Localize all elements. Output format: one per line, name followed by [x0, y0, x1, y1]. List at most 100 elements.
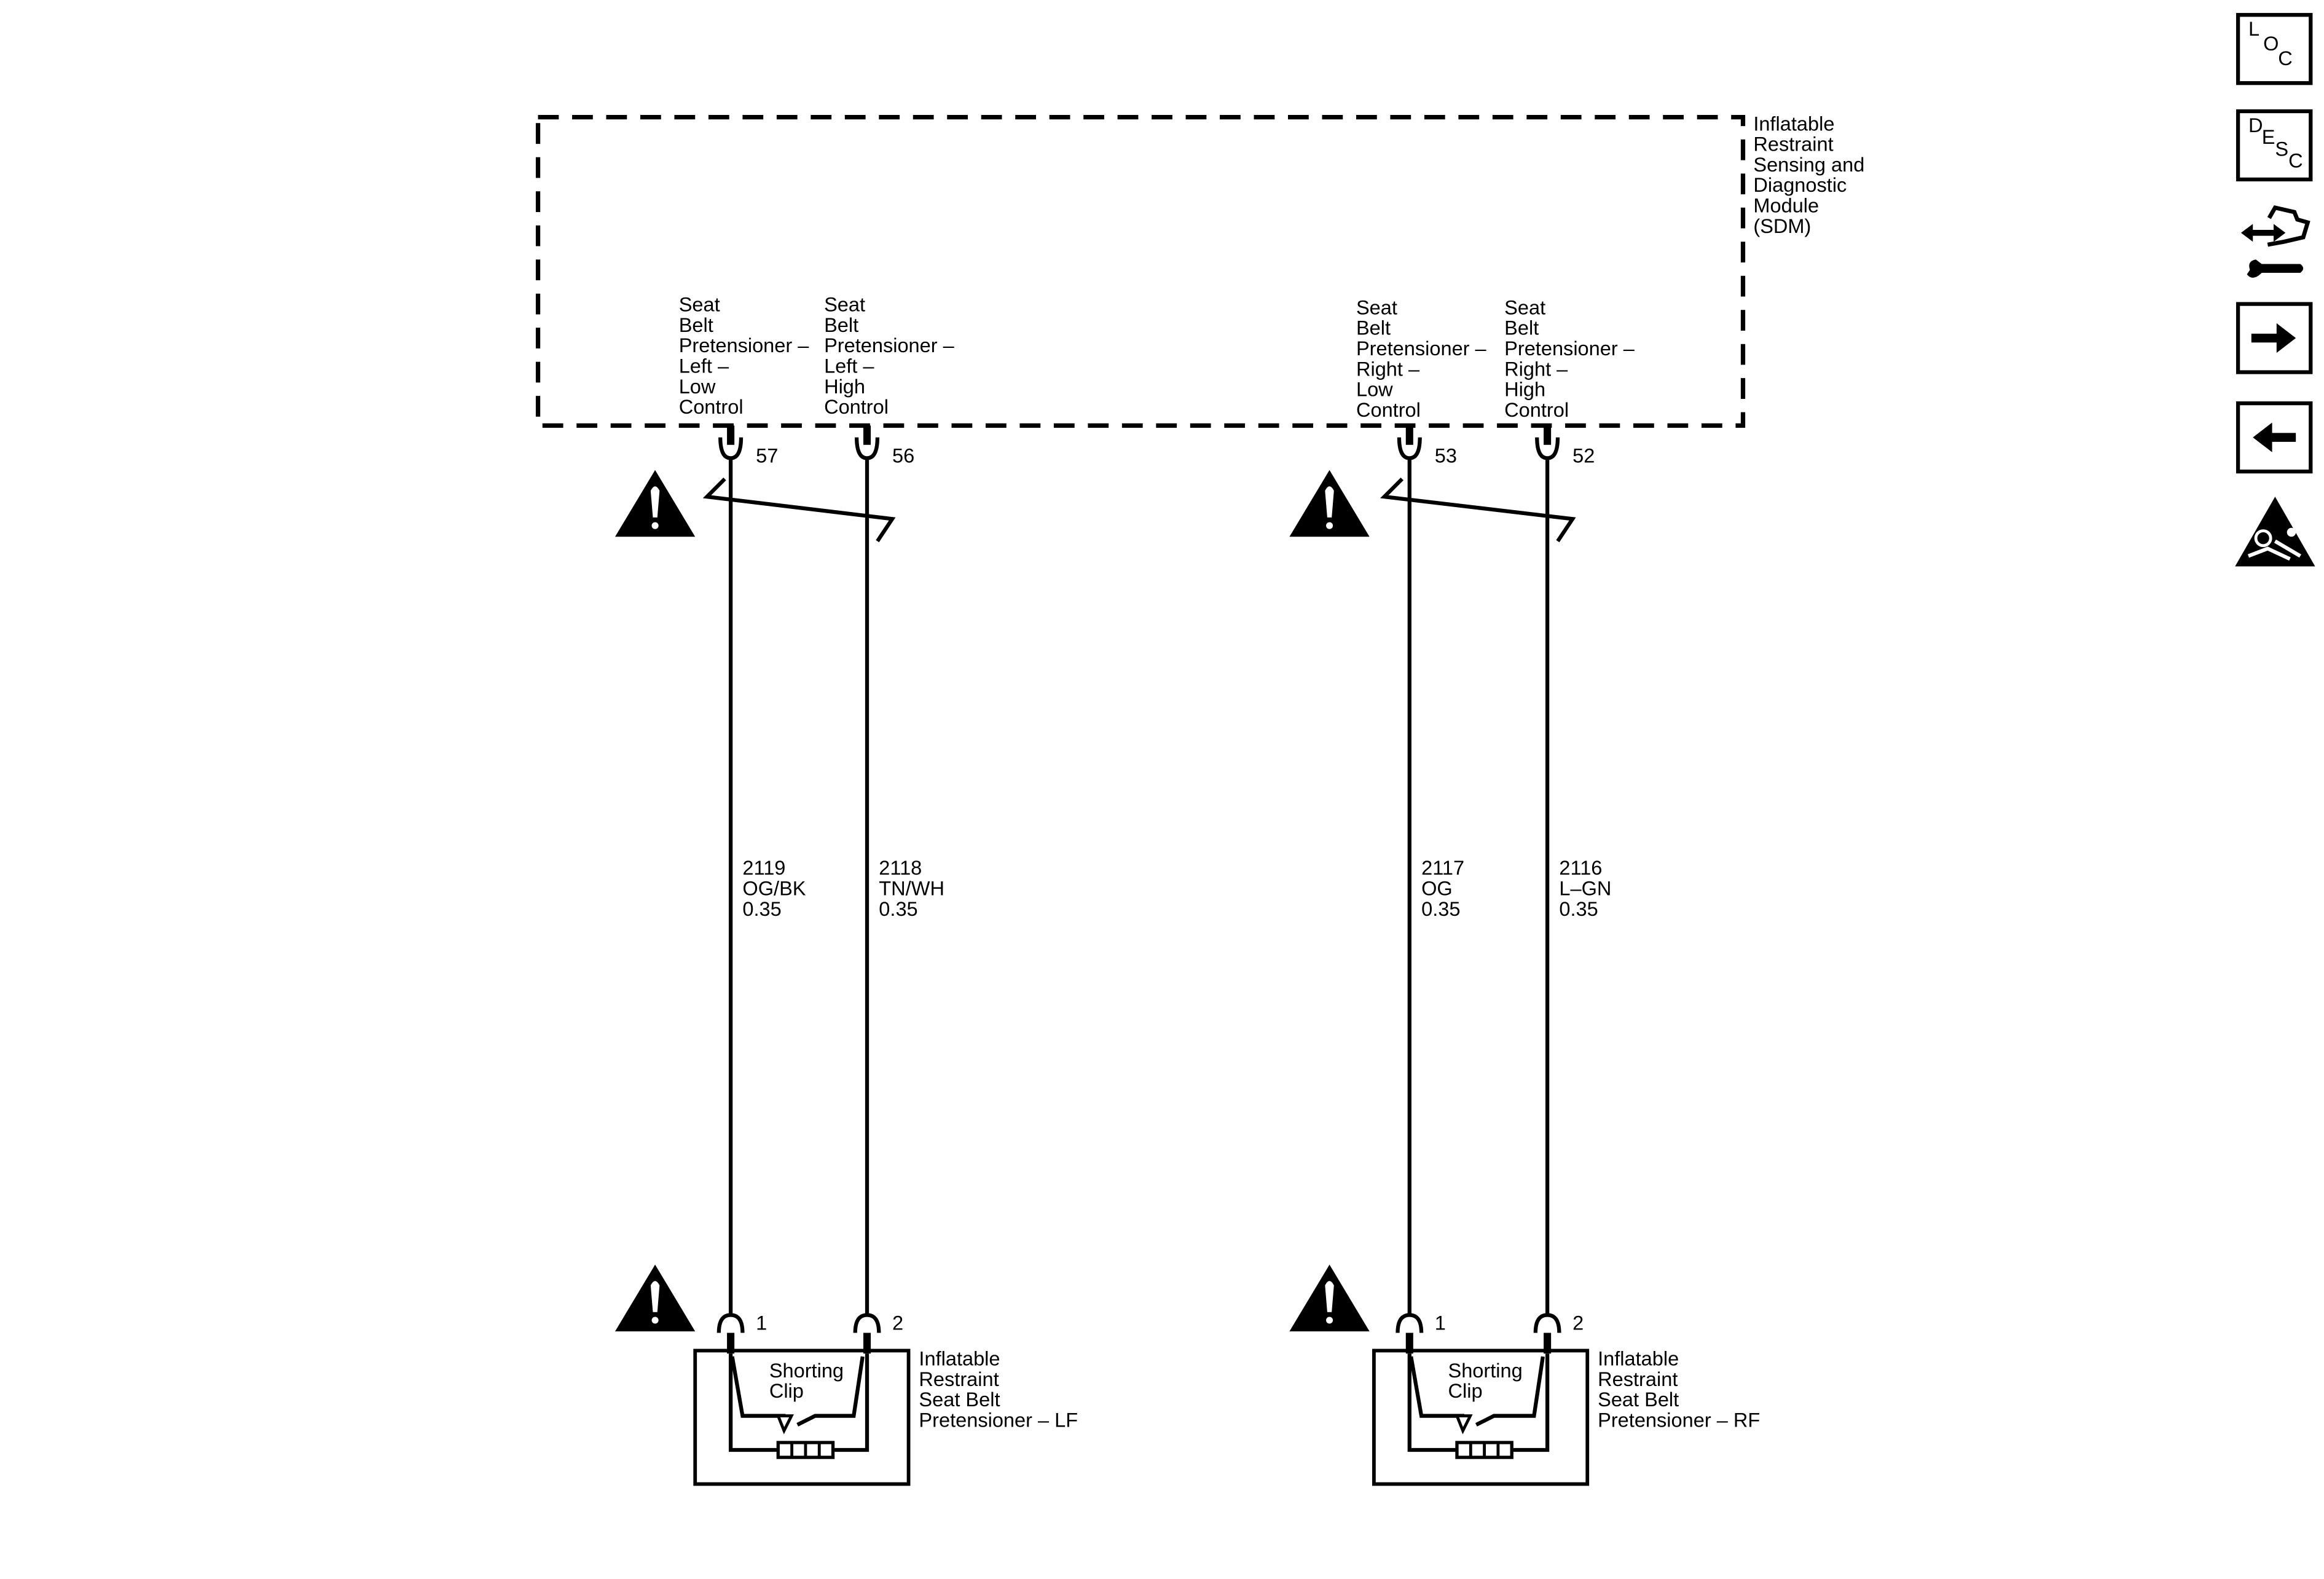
pin-function-label: Seat — [1356, 296, 1397, 318]
male-terminal-symbol — [853, 1313, 881, 1333]
icon-letter: O — [2263, 33, 2279, 55]
pin-function-label: Low — [1356, 379, 1393, 401]
loc-icon[interactable]: LOC — [2236, 13, 2313, 85]
wire-color: OG — [1421, 877, 1453, 899]
pin-function-label: High — [1504, 379, 1545, 401]
exclamation-dot — [651, 1317, 659, 1324]
pin-function-label: Control — [1504, 399, 1569, 421]
pin-function-label: Pretensioner – — [824, 334, 955, 356]
pin-number: 52 — [1572, 445, 1595, 467]
pin-function-label: Low — [679, 376, 716, 398]
pin-function-label: Control — [1356, 399, 1421, 421]
component-label: Restraint — [919, 1368, 999, 1390]
sdm-label-line: Sensing and — [1753, 154, 1864, 176]
pin-number: 57 — [756, 445, 778, 467]
squib-wire — [728, 1353, 779, 1452]
pin-function-label: Control — [824, 396, 889, 418]
exclamation-triangle-icon — [614, 470, 696, 537]
squib-element-icon — [1455, 1441, 1513, 1459]
wire-gauge: 0.35 — [879, 898, 917, 920]
sdm-label-line: Restraint — [1753, 133, 1833, 156]
exclamation-triangle-icon — [614, 1264, 696, 1332]
exclamation-dot — [1326, 1317, 1333, 1324]
shorting-clip-label: Shorting — [769, 1360, 844, 1382]
pin-function-label: Pretensioner – — [679, 334, 810, 356]
component-label: Inflatable — [919, 1348, 1000, 1370]
exclamation-mark — [1325, 1281, 1334, 1312]
shorting-clip-symbol — [1409, 1356, 1545, 1435]
pin-number: 2 — [1572, 1312, 1584, 1334]
squib-wire — [833, 1353, 870, 1452]
pin-function-label: Left – — [679, 355, 729, 377]
icon-letter: S — [2275, 138, 2288, 160]
next-page-arrow-icon[interactable] — [2236, 302, 2313, 374]
pin-number: 1 — [756, 1312, 767, 1334]
component-outline — [693, 1349, 911, 1486]
icon-letter: D — [2248, 114, 2263, 136]
component-label: Inflatable — [1598, 1348, 1679, 1370]
component-outline — [1372, 1349, 1590, 1486]
pin-function-label: Seat — [679, 294, 720, 316]
twisted-pair-symbol-right — [1380, 477, 1576, 543]
component-label: Pretensioner – RF — [1598, 1409, 1760, 1431]
wire-circuit: 2119 — [742, 857, 785, 879]
pin-function-label: Pretensioner – — [1356, 337, 1487, 360]
pin-function-label: Belt — [824, 314, 858, 336]
previous-page-arrow-icon[interactable] — [2236, 401, 2313, 474]
shorting-clip-symbol — [730, 1356, 865, 1435]
sdm-module-outline — [535, 115, 1746, 428]
icon-letter: E — [2262, 126, 2275, 148]
wire-gauge: 0.35 — [1559, 898, 1598, 920]
sdm-label-line: Inflatable — [1753, 112, 1834, 135]
wire-circuit: 2117 — [1421, 857, 1464, 879]
squib-wire — [1407, 1353, 1457, 1452]
wire-color: OG/BK — [742, 877, 806, 899]
exclamation-triangle-icon — [1289, 470, 1370, 537]
squib-wire — [1512, 1353, 1550, 1452]
connector-repair-icon[interactable] — [2240, 205, 2310, 278]
shorting-clip-label: Clip — [1448, 1380, 1483, 1402]
pin-function-label: Right – — [1504, 358, 1568, 380]
sdm-label-line: (SDM) — [1753, 215, 1811, 237]
shorting-clip-label: Shorting — [1448, 1360, 1523, 1382]
wire-gauge: 0.35 — [1421, 898, 1460, 920]
airbag-warning-icon[interactable] — [2235, 497, 2315, 567]
squib-element-icon — [776, 1441, 835, 1459]
exclamation-mark — [650, 1281, 660, 1312]
component-label: Seat Belt — [919, 1388, 1000, 1411]
component-label: Seat Belt — [1598, 1388, 1679, 1411]
exclamation-dot — [651, 522, 659, 529]
pin-number: 2 — [892, 1312, 903, 1334]
male-terminal-symbol — [1533, 1313, 1561, 1333]
exclamation-triangle-icon — [1289, 1264, 1370, 1332]
male-terminal-symbol — [1396, 1313, 1424, 1333]
sdm-label-line: Diagnostic — [1753, 174, 1847, 196]
exclamation-mark — [650, 486, 660, 518]
pin-function-label: Right – — [1356, 358, 1420, 380]
wire-color: TN/WH — [879, 877, 944, 899]
pin-number: 53 — [1435, 445, 1457, 467]
pin-function-label: Control — [679, 396, 744, 418]
pin-function-label: Pretensioner – — [1504, 337, 1635, 360]
pin-function-label: Seat — [824, 294, 865, 316]
component-label: Restraint — [1598, 1368, 1678, 1390]
icon-letter: L — [2248, 18, 2259, 40]
icon-letter: C — [2278, 47, 2293, 69]
wire-gauge: 0.35 — [742, 898, 781, 920]
pin-function-label: High — [824, 376, 865, 398]
component-label: Pretensioner – LF — [919, 1409, 1078, 1431]
shorting-clip-label: Clip — [769, 1380, 804, 1402]
pin-function-label: Belt — [1504, 317, 1539, 339]
